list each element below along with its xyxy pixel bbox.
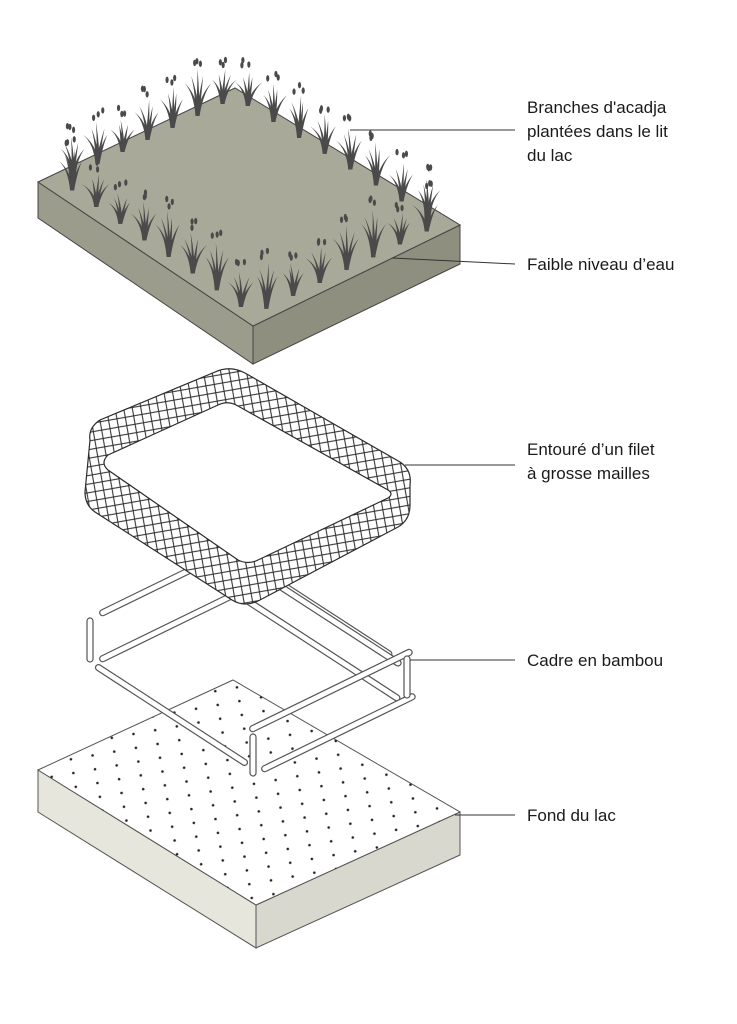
grass-tuft [282,251,304,296]
label-water: Faible niveau d’eau [527,255,674,274]
grass-tuft [235,56,263,106]
bamboo-rail [249,648,413,733]
grass-tuft [108,179,130,224]
grass-tuft [364,130,391,186]
grass-tuft [110,104,135,152]
grass-tuft [309,105,336,154]
grass-tuft [412,180,438,232]
grass-tuft [257,247,278,309]
bamboo-post [403,655,411,699]
grass-tuft [212,56,237,104]
labels: Branches d'acadja plantées dans le lit d… [527,98,674,825]
grass-tuft [263,70,288,122]
bamboo-rail [261,693,416,773]
acadja-branches [59,56,441,309]
label-branches-line1: Branches d'acadja [527,98,667,117]
net-inner-opening [103,402,392,564]
label-branches-line3: du lac [527,146,573,165]
grass-tuft [335,113,362,170]
grass-tuft [134,85,159,140]
grass-tuft [289,81,309,138]
bamboo-post [86,617,94,663]
leader-lines [350,129,516,816]
grass-tuft [332,213,359,270]
grass-tuft [82,107,108,164]
grass-tuft [361,195,387,258]
label-bamboo: Cadre en bambou [527,651,663,670]
grass-tuft [388,148,414,202]
label-branches-line2: plantées dans le lit [527,122,668,141]
label-net-line2: à grosse mailles [527,464,650,483]
grass-tuft [205,229,230,291]
lakebed-layer [36,679,462,949]
bamboo-rail [99,587,245,663]
grass-tuft [155,195,180,257]
bamboo-post [249,733,257,777]
leader-water [391,257,516,265]
grass-tuft [184,58,212,116]
bamboo-rail [94,664,249,767]
water-layer [36,56,462,365]
grass-tuft [228,258,254,307]
lakebed-dots [38,680,460,905]
grass-tuft [159,74,183,128]
grass-tuft [130,189,157,241]
grass-tuft [179,217,208,274]
grass-tuft [304,237,333,283]
grass-tuft [59,136,82,191]
net-layer [84,368,411,605]
grass-tuft [81,159,110,207]
grass-tuft [387,201,410,245]
label-net-line1: Entouré d’un filet [527,440,655,459]
label-lakebed: Fond du lac [527,806,616,825]
